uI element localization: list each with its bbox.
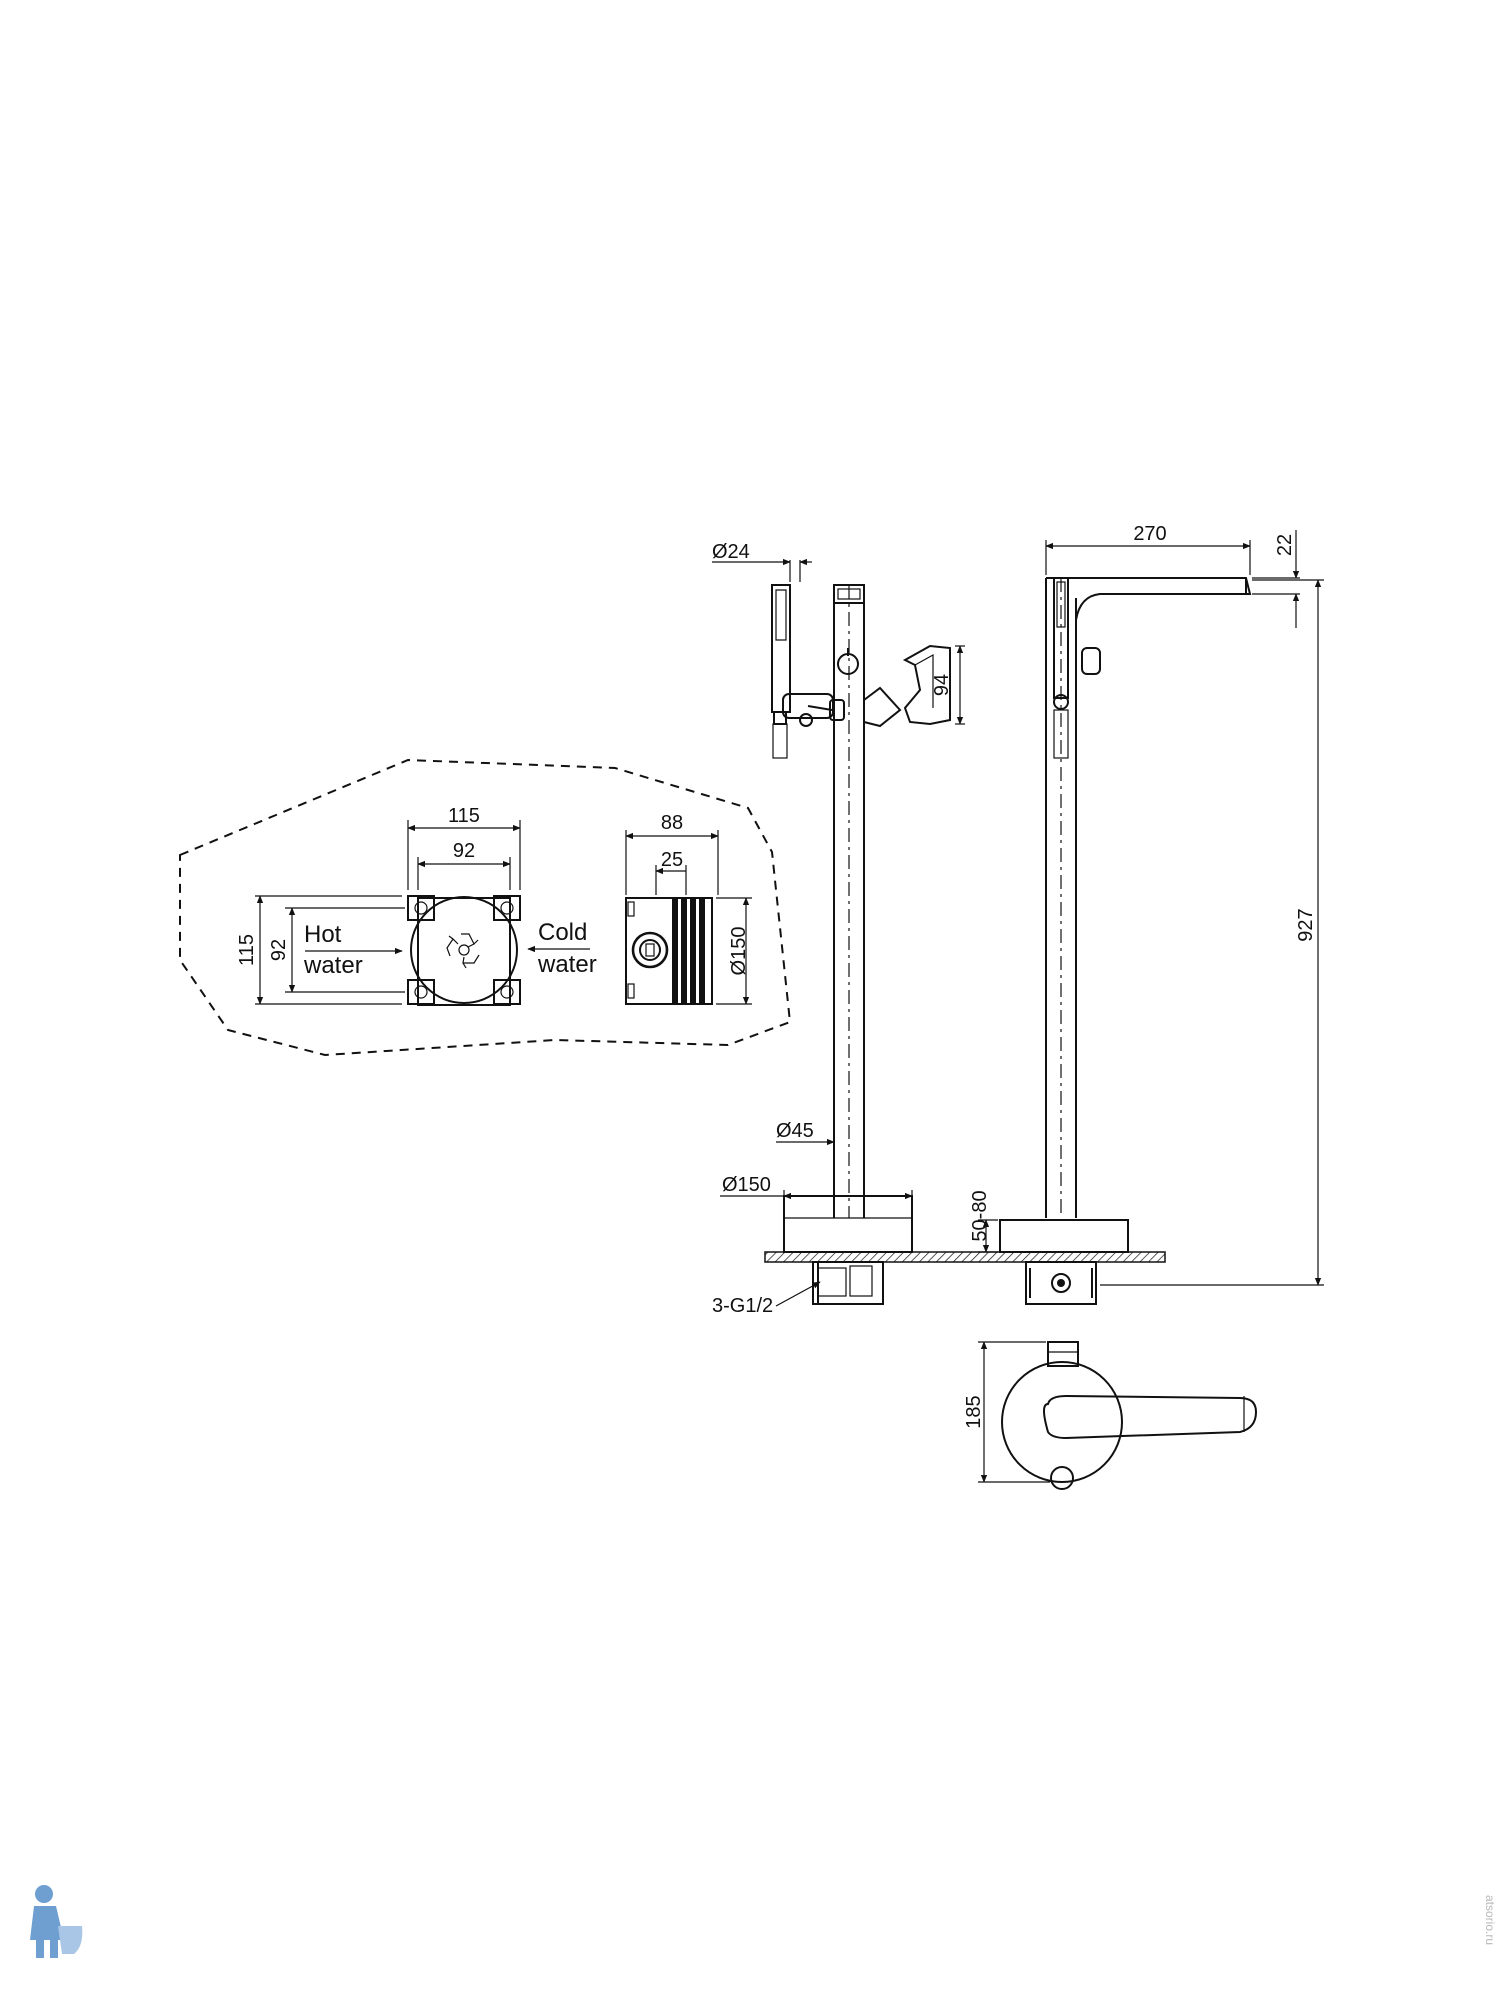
dim-label: 115 [448, 805, 480, 827]
dim-label: Ø150 [728, 927, 750, 976]
box-body-circle [410, 896, 518, 1004]
dim-label: 92 [453, 840, 475, 862]
dashed-outline [179, 758, 792, 1057]
hot-label-line1: Hot [304, 921, 342, 948]
dim-column-diameter: Ø45 [776, 1120, 835, 1146]
side-connection-block [1025, 1261, 1097, 1305]
dim-connection: 3-G1/2 [712, 1281, 821, 1317]
dim-label: 22 [1274, 534, 1296, 556]
dim-label: 25 [661, 849, 683, 871]
dim-label: Ø150 [722, 1174, 771, 1196]
watermark-text: atsorio.ru [1483, 1895, 1497, 1945]
handle-top-block [1047, 1341, 1079, 1367]
dim-floor-depth: 50-80 [969, 1190, 998, 1253]
dim-handle-height: 185 [963, 1341, 1050, 1483]
hand-shower [771, 584, 791, 759]
handle-lever [1043, 1394, 1258, 1440]
hot-label-line2: water [303, 952, 363, 979]
handle-plan-view: 185 [963, 1341, 1258, 1490]
dim-handshower-diameter: Ø24 [712, 541, 812, 582]
base [783, 1195, 913, 1253]
dim-holder-height: 94 [931, 645, 965, 725]
box-side-ribs [672, 898, 705, 1004]
concealed-box-view: 115 92 115 92 H [179, 758, 792, 1057]
column [833, 584, 865, 1218]
recycle-icon [446, 933, 480, 969]
handle-rosette [1001, 1361, 1123, 1483]
dim-label: 3-G1/2 [712, 1295, 773, 1317]
cold-water-label: Cold water [527, 919, 597, 978]
connection-block [812, 1261, 884, 1305]
dim-box-inner-width: 92 [417, 840, 511, 890]
dim-label: 927 [1295, 908, 1317, 941]
side-handle-knob [1081, 647, 1101, 675]
dim-box-depth: 88 [625, 812, 719, 895]
dim-label: 50-80 [969, 1190, 991, 1241]
dim-label: 88 [661, 812, 683, 834]
hot-water-label: Hot water [303, 921, 403, 979]
dim-label: 185 [963, 1395, 985, 1428]
cold-label-line1: Cold [538, 919, 587, 946]
dim-box-offset: 25 [655, 849, 687, 895]
dim-label: Ø45 [776, 1120, 814, 1142]
shower-holder [782, 693, 845, 727]
lever-handle [863, 644, 951, 728]
dim-label: 270 [1133, 523, 1166, 545]
handle-bottom-knob [1050, 1466, 1074, 1490]
side-column [1045, 578, 1077, 1218]
cold-label-line2: water [537, 951, 597, 978]
dim-box-diameter: Ø150 [716, 897, 752, 1005]
floor-line [764, 1251, 1166, 1263]
dim-box-height: 115 [236, 895, 402, 1005]
mixer-side-view: 270 22 927 50-80 [969, 523, 1324, 1305]
box-front-view: 115 92 115 92 H [236, 805, 597, 1006]
mounting-tabs [407, 895, 521, 1005]
dim-total-height: 927 [1100, 579, 1324, 1286]
dim-label: Ø24 [712, 541, 750, 563]
side-base [999, 1219, 1129, 1253]
mixer-front-view: Ø24 94 Ø45 Ø150 3-G1/2 [712, 541, 1166, 1317]
dim-base-diameter: Ø150 [720, 1174, 913, 1200]
watermark-logo [30, 1885, 83, 1958]
spout [1046, 577, 1252, 621]
dim-label: 92 [268, 939, 290, 961]
dim-label: 94 [931, 674, 953, 696]
box-side-view: 88 25 Ø150 [625, 812, 752, 1005]
dim-spout-height: 22 [1252, 530, 1300, 628]
dim-box-width: 115 [407, 805, 521, 890]
dim-box-inner-height: 92 [268, 907, 405, 993]
dim-label: 115 [236, 934, 258, 966]
dim-spout-length: 270 [1045, 523, 1251, 575]
